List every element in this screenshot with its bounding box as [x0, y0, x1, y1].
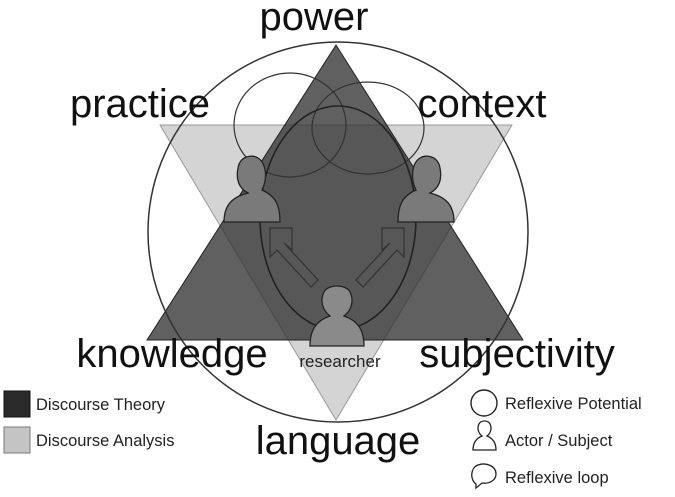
concept-context: context	[418, 82, 547, 126]
concept-language: language	[256, 419, 421, 463]
legend-discourse-analysis-label: Discourse Analysis	[36, 432, 174, 450]
reflexive-loop-upper-right	[311, 81, 425, 175]
circle-icon	[470, 389, 498, 417]
legend-actor-subject-label: Actor / Subject	[505, 432, 613, 450]
researcher-label: researcher	[299, 352, 381, 371]
legend-discourse-theory: Discourse Theory	[3, 390, 166, 418]
legend-actor-subject: Actor / Subject	[472, 420, 613, 451]
concept-practice: practice	[70, 82, 210, 126]
legend-reflexive-potential: Reflexive Potential	[470, 389, 642, 417]
person-icon	[472, 420, 497, 451]
legend-discourse-theory-label: Discourse Theory	[36, 396, 166, 414]
legend-reflexive-potential-label: Reflexive Potential	[505, 395, 642, 413]
actor-left-person-icon	[223, 155, 281, 223]
legend-discourse-analysis: Discourse Analysis	[3, 426, 174, 454]
discourse-analysis-swatch	[3, 426, 31, 454]
reflexive-potential-circle	[147, 41, 529, 423]
concept-knowledge: knowledge	[76, 332, 267, 376]
discourse-theory-swatch	[3, 390, 31, 418]
researcher-person-icon	[309, 285, 365, 347]
arrow-left	[269, 227, 319, 288]
speech-bubble-icon	[471, 463, 497, 490]
concept-power: power	[260, 0, 369, 39]
reflexive-loop-upper-left	[233, 72, 347, 178]
actor-right-person-icon	[397, 155, 455, 223]
legend-reflexive-loop-label: Reflexive loop	[505, 469, 609, 487]
arrow-right	[355, 227, 405, 288]
legend-reflexive-loop: Reflexive loop	[471, 463, 609, 490]
concept-subjectivity: subjectivity	[419, 332, 615, 376]
